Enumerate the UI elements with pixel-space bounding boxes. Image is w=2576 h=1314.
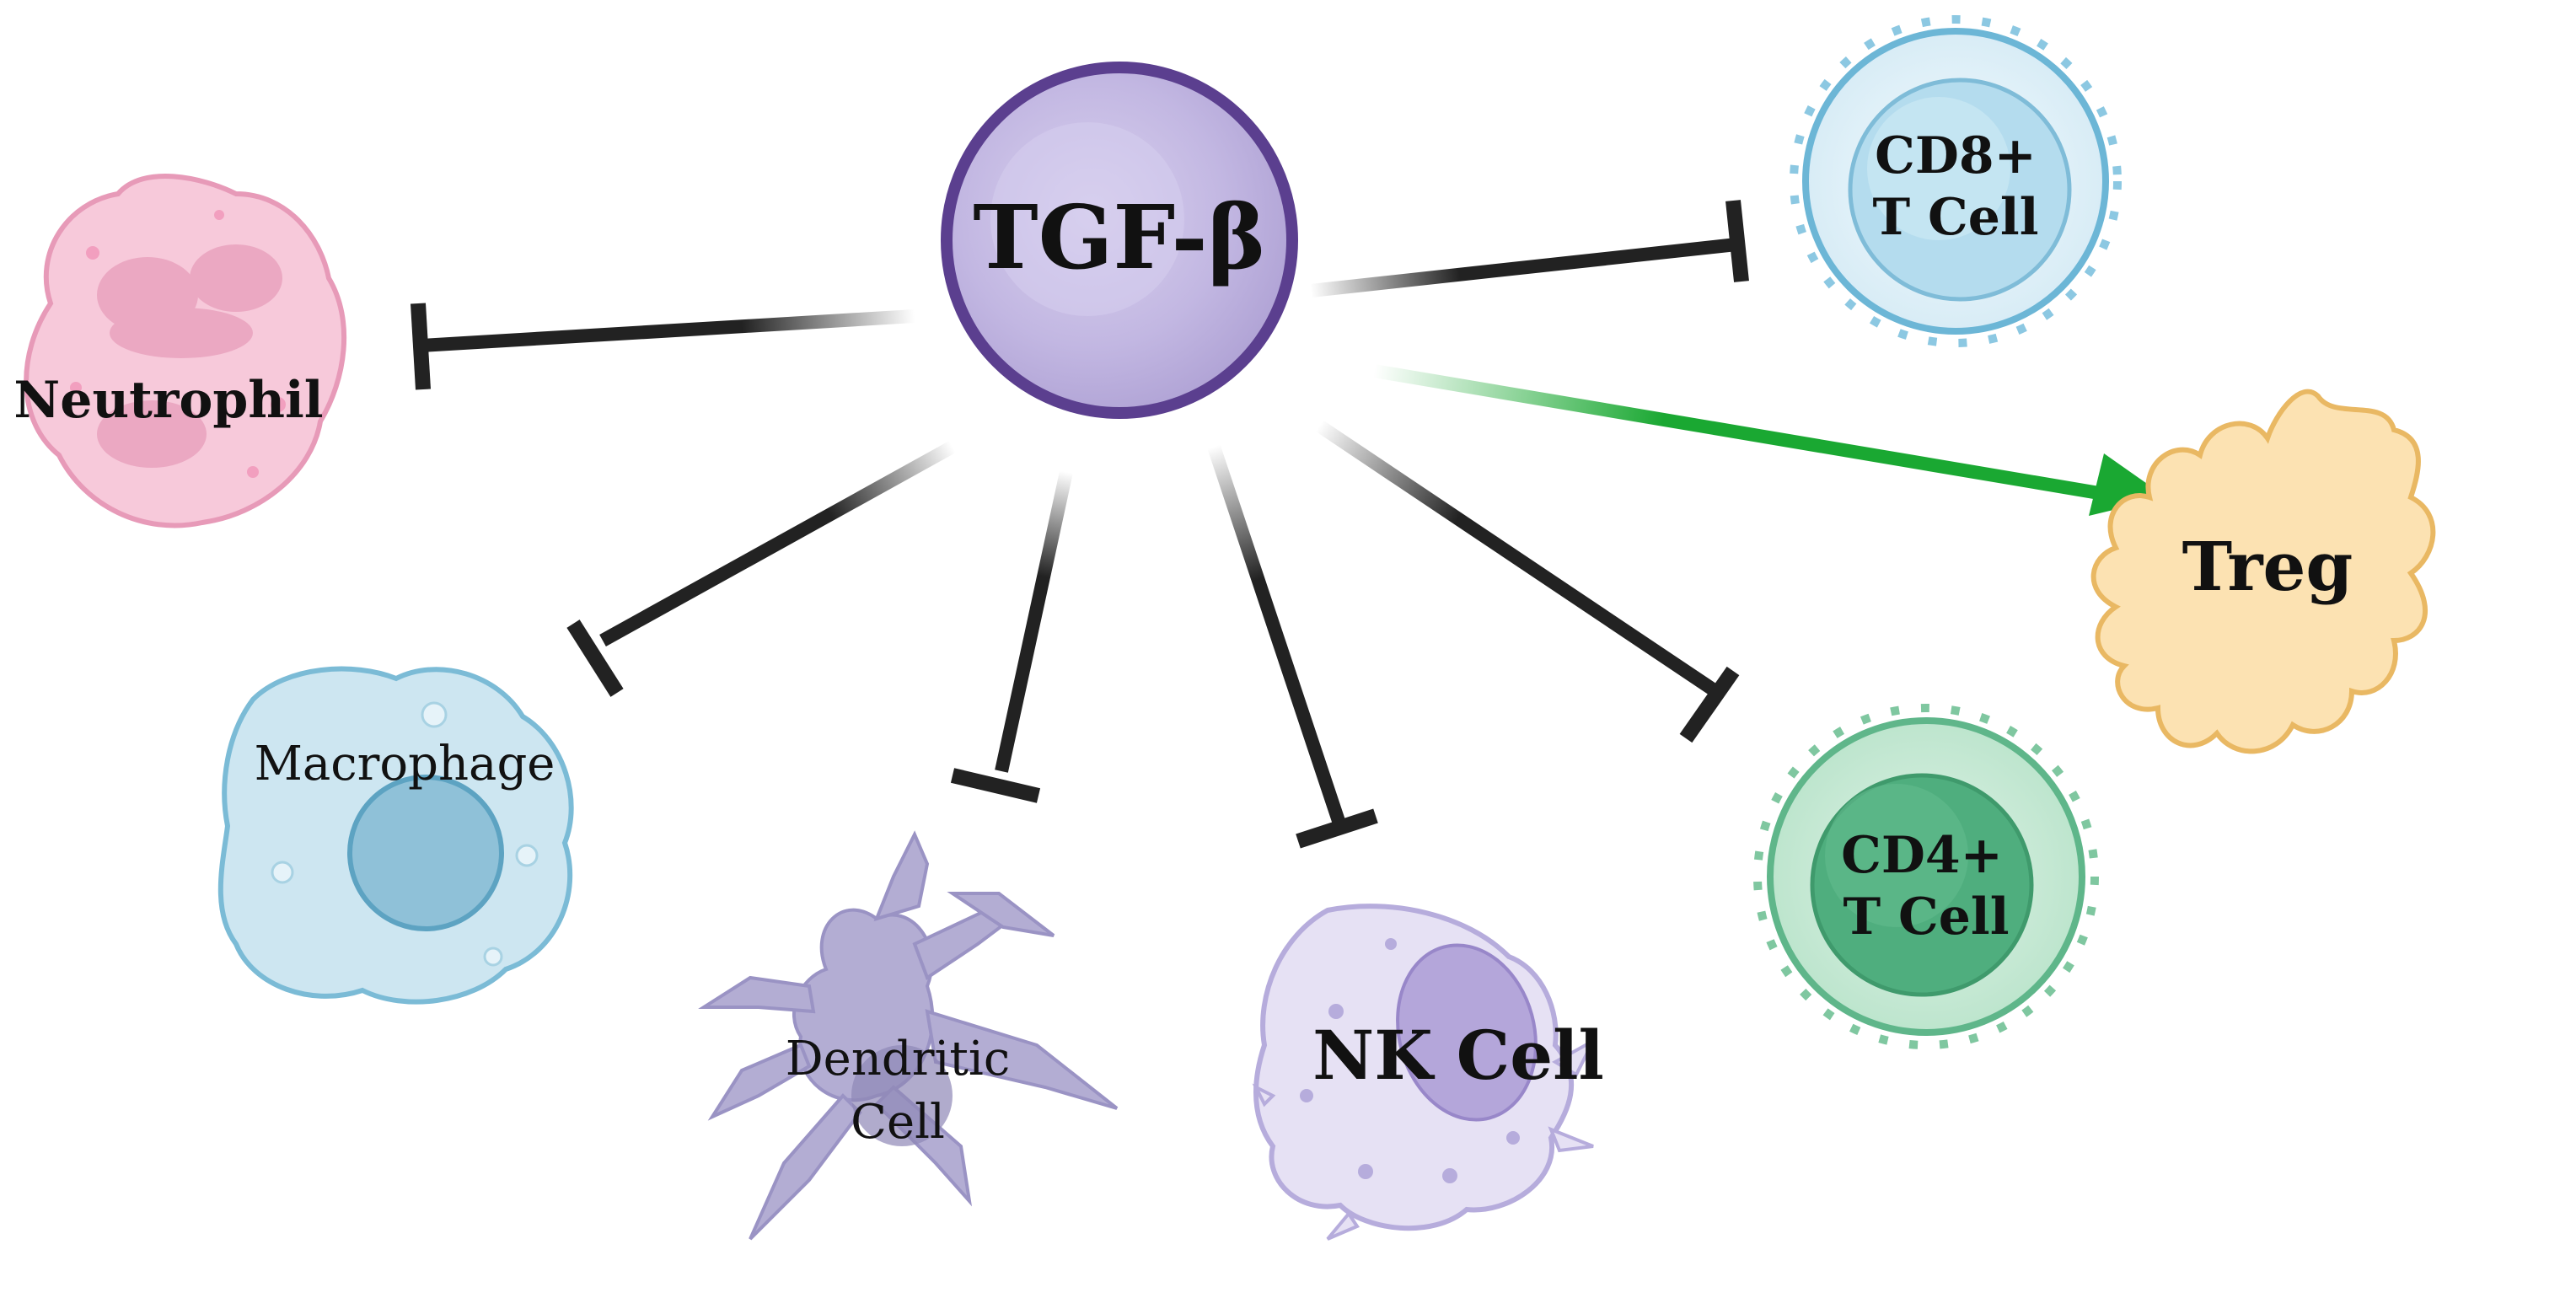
tgf-beta-node: TGF-β <box>941 62 1298 419</box>
connector-cd4 <box>1315 420 1720 697</box>
nk-label: NK Cell <box>1312 1016 1604 1095</box>
treg-cell: Treg <box>2090 389 2436 754</box>
connector-dendritic <box>995 470 1073 773</box>
cd4-label-line2: T Cell <box>1843 888 2009 947</box>
inhibit-bar-cd4 <box>1679 666 1740 743</box>
cd4-label-line1: CD4+ <box>1841 826 2003 885</box>
macrophage-cell: Macrophage <box>217 666 574 1005</box>
inhibit-bar-macrophage <box>566 619 624 697</box>
inhibit-bar-cd8 <box>1725 200 1749 282</box>
tgf-beta-label: TGF-β <box>973 185 1266 289</box>
nk-cell: NK Cell <box>1252 904 1604 1241</box>
cd4-t-cell: CD4+ T Cell <box>1753 704 2099 1049</box>
neutrophil-cell: Neutrophil <box>13 174 347 528</box>
inhibit-bar-nk <box>1296 808 1378 849</box>
connector-treg <box>1372 364 2101 500</box>
macrophage-label: Macrophage <box>255 737 555 791</box>
cd8-t-cell: CD8+ T Cell <box>1790 15 2122 347</box>
cd8-label-line2: T Cell <box>1872 188 2038 247</box>
inhibit-bar-dendritic <box>950 768 1041 803</box>
treg-label: Treg <box>2182 527 2353 606</box>
dendritic-label-line1: Dendritic <box>786 1032 1010 1086</box>
connector-nk <box>1207 444 1347 829</box>
connector-cd8 <box>1310 238 1737 298</box>
connector-macrophage <box>599 441 956 646</box>
inhibit-bar-neutrophil <box>411 303 431 390</box>
dendritic-label-line2: Cell <box>851 1095 945 1150</box>
dendritic-cell: Dendritic Cell <box>698 830 1119 1241</box>
connector-neutrophil <box>421 309 915 352</box>
cd8-label-line1: CD8+ <box>1875 126 2037 185</box>
neutrophil-label: Neutrophil <box>13 371 323 430</box>
